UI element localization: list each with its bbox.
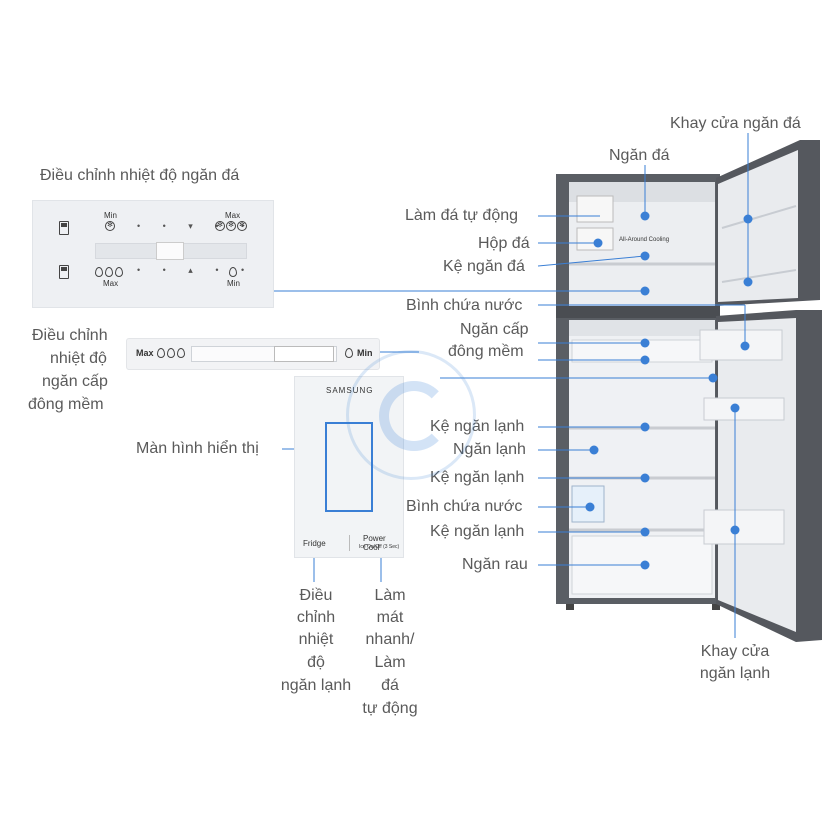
drop-icon bbox=[95, 267, 103, 277]
button-divider bbox=[349, 535, 350, 551]
label-fridge-door-tray-1: Khay cửa bbox=[700, 643, 770, 660]
freezer-slider-thumb[interactable] bbox=[156, 242, 184, 260]
label-fridge-temp-1: Điều bbox=[299, 587, 333, 604]
label-fridge-temp-5: ngăn lạnh bbox=[280, 677, 352, 694]
drop-icon bbox=[157, 348, 165, 358]
label-soft-freeze-temp-3: ngăn cấp bbox=[42, 373, 108, 390]
label-power-cool-1: Làm bbox=[374, 587, 406, 604]
power-cool-button-label[interactable]: Power Cool bbox=[363, 534, 386, 552]
freezer-min-label: Min bbox=[104, 211, 117, 220]
soft-freeze-slider-track[interactable] bbox=[191, 346, 337, 362]
label-soft-freeze-temp-4: đông mềm bbox=[28, 396, 104, 413]
fridge-max-label: Max bbox=[103, 279, 119, 288]
label-soft-freeze-1: Ngăn cấp bbox=[460, 321, 529, 338]
label-fridge-shelf-3: Kệ ngăn lạnh bbox=[430, 523, 525, 540]
label-fridge-temp-4: độ bbox=[307, 654, 325, 671]
label-power-cool-5: đá bbox=[381, 677, 399, 694]
power-cool-sub-label: Ice On/Off (3 Sec) bbox=[359, 544, 400, 550]
drop-icon bbox=[229, 267, 237, 277]
label-fridge-shelf-2: Kệ ngăn lạnh bbox=[430, 469, 525, 486]
label-water-tank-top: Bình chứa nước bbox=[406, 297, 523, 314]
freezer-icon bbox=[59, 221, 69, 235]
slider-min-label: Min bbox=[357, 348, 373, 358]
fridge-button-label[interactable]: Fridge bbox=[303, 539, 326, 548]
label-auto-ice-maker: Làm đá tự động bbox=[405, 207, 519, 224]
freezer-slider-track[interactable] bbox=[95, 242, 247, 260]
label-fridge-temp-2: chỉnh bbox=[296, 609, 336, 626]
label-freezer-temp-control: Điều chỉnh nhiệt độ ngăn đá bbox=[40, 167, 240, 184]
drop-icon bbox=[105, 267, 113, 277]
label-power-cool-2: mát bbox=[376, 609, 404, 626]
label-freezer: Ngăn đá bbox=[609, 147, 670, 164]
ice-maker bbox=[576, 195, 614, 223]
snowflake-icon: ✻ bbox=[215, 221, 225, 231]
drop-icon bbox=[345, 348, 353, 358]
label-fridge-temp-3: nhiệt bbox=[298, 631, 334, 648]
freezer-max-label: Max bbox=[225, 211, 241, 220]
label-fridge-door-tray-2: ngăn lạnh bbox=[699, 665, 771, 682]
fridge-icon bbox=[59, 265, 69, 279]
fridge-min-label: Min bbox=[227, 279, 240, 288]
label-ice-tray-door: Khay cửa ngăn đá bbox=[670, 115, 801, 132]
drop-icon bbox=[177, 348, 185, 358]
fridge-dots: • • ▴ • • bbox=[137, 265, 255, 275]
label-power-cool-3: nhanh/ bbox=[365, 631, 415, 648]
label-soft-freeze-temp-1: Điều chỉnh bbox=[32, 327, 108, 344]
drop-icon bbox=[115, 267, 123, 277]
label-soft-freeze-2: đông mềm bbox=[448, 343, 524, 360]
label-fridge-compartment: Ngăn lạnh bbox=[453, 441, 526, 458]
drop-icon bbox=[167, 348, 175, 358]
snowflake-icon: ✻ bbox=[105, 221, 115, 231]
watermark-logo bbox=[346, 350, 476, 480]
label-ice-box: Hộp đá bbox=[478, 235, 530, 252]
soft-freeze-slider-thumb[interactable] bbox=[274, 346, 334, 362]
label-display: Màn hình hiển thị bbox=[136, 440, 259, 457]
air-cooling-text: All-Around Cooling bbox=[619, 237, 669, 243]
label-power-cool-4: Làm bbox=[374, 654, 406, 671]
label-water-tank-bottom: Bình chứa nước bbox=[406, 498, 523, 515]
label-vegetable-drawer: Ngăn rau bbox=[462, 556, 528, 573]
brand-logo: SAMSUNG bbox=[326, 386, 374, 395]
freezer-control-panel: Min ✻ • • ▾ • • Max ✻ ✻ ✻ Max • • ▴ • • … bbox=[32, 200, 274, 308]
label-power-cool-6: tự động bbox=[362, 700, 418, 717]
label-soft-freeze-temp-2: nhiệt độ bbox=[50, 350, 107, 367]
snowflake-icon: ✻ bbox=[226, 221, 236, 231]
freezer-dots: • • ▾ • • bbox=[137, 221, 255, 231]
snowflake-icon: ✻ bbox=[237, 221, 247, 231]
label-freezer-shelf: Kệ ngăn đá bbox=[443, 258, 525, 275]
slider-max-label: Max bbox=[136, 348, 154, 358]
soft-freeze-slider-panel: Max Min bbox=[126, 338, 380, 370]
